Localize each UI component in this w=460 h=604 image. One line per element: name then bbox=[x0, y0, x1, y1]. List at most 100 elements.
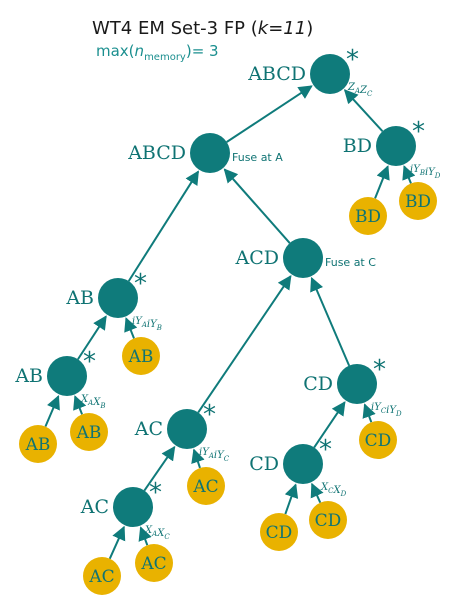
leaf-ab_l1: AB bbox=[122, 337, 160, 375]
leaf-circle bbox=[83, 557, 121, 595]
node-label: CD bbox=[303, 373, 333, 395]
leaf-cd_l2: CD bbox=[260, 513, 298, 551]
star-icon: * bbox=[346, 45, 359, 75]
node-annotation: XCXD bbox=[320, 482, 347, 498]
edge-ac_low-to-ac_top bbox=[143, 445, 176, 492]
node-annotation: iYAiYB bbox=[132, 316, 162, 332]
edge-cd_l1-to-cd_top bbox=[362, 403, 376, 423]
node-ab_low: AB * XAXB bbox=[14, 347, 105, 410]
node-bd: BD * iYBiYD bbox=[343, 117, 441, 180]
edge-ac_l2-to-ac_low bbox=[108, 525, 126, 560]
leaf-circle bbox=[399, 182, 437, 220]
node-annotation: XAXC bbox=[144, 525, 170, 541]
edge-ab_l1-to-ab_top bbox=[124, 317, 138, 339]
leaf-circle bbox=[309, 501, 347, 539]
leaf-circle bbox=[260, 513, 298, 551]
node-circle bbox=[47, 356, 87, 396]
leaf-label: CD bbox=[266, 523, 293, 543]
node-circle bbox=[113, 487, 153, 527]
leaf-ac_l1: AC bbox=[187, 467, 225, 505]
leaf-label: AC bbox=[192, 477, 218, 497]
edge-ac_l3-to-ac_low bbox=[138, 526, 152, 546]
leaf-bd_l1: BD bbox=[349, 197, 387, 235]
node-circle bbox=[98, 278, 138, 318]
leaf-circle bbox=[70, 413, 108, 451]
node-annotation: Fuse at A bbox=[232, 151, 283, 164]
leaf-label: AC bbox=[88, 567, 114, 587]
node-circle bbox=[337, 364, 377, 404]
node-ac_low: AC*XAXC bbox=[80, 478, 171, 541]
edge-cd_l3-to-cd_low bbox=[310, 482, 324, 504]
leaf-ab_l3: AB bbox=[70, 413, 108, 451]
diagram-subtitle: max(nmemory)= 3 bbox=[96, 42, 219, 63]
node-ab_top: AB * iYAiYB bbox=[65, 269, 162, 332]
edges-layer bbox=[44, 85, 416, 560]
star-icon: * bbox=[319, 435, 332, 465]
leaf-circle bbox=[19, 425, 57, 463]
node-circle bbox=[167, 409, 207, 449]
leaf-bd_l2: BD bbox=[399, 182, 437, 220]
node-circle bbox=[376, 126, 416, 166]
node-label: AC bbox=[134, 418, 163, 440]
leaf-ac_l3: AC bbox=[135, 544, 173, 582]
leaf-circle bbox=[349, 197, 387, 235]
edge-acd-to-abcd_fuse bbox=[223, 168, 291, 244]
star-icon: * bbox=[203, 400, 216, 430]
node-label: BD bbox=[343, 135, 372, 157]
leaf-label: BD bbox=[405, 192, 431, 212]
leaf-label: AC bbox=[140, 554, 166, 574]
node-circle bbox=[310, 54, 350, 94]
edge-cd_low-to-cd_top bbox=[313, 401, 346, 448]
edge-bd_l1-to-bd bbox=[374, 165, 390, 199]
node-cd_top: CD * iYCiYD bbox=[303, 355, 402, 418]
diagram-title: WT4 EM Set-3 FP (k=11) bbox=[92, 18, 313, 39]
node-annotation: iYCiYD bbox=[371, 402, 402, 418]
leaf-cd_l1: CD bbox=[359, 421, 397, 459]
star-icon: * bbox=[373, 355, 386, 385]
node-cd_low: CD*XCXD bbox=[249, 435, 346, 498]
node-label: AB bbox=[65, 287, 94, 309]
leaf-label: AB bbox=[25, 435, 51, 455]
leaf-ab_l2: AB bbox=[19, 425, 57, 463]
node-label: ACD bbox=[235, 247, 280, 269]
leaf-circle bbox=[359, 421, 397, 459]
star-icon: * bbox=[83, 347, 96, 377]
edge-ab_l3-to-ab_low bbox=[73, 395, 87, 415]
node-label: ABCD bbox=[247, 63, 306, 85]
node-circle bbox=[283, 238, 323, 278]
leaf-circle bbox=[187, 467, 225, 505]
node-annotation: iYBiYD bbox=[410, 164, 441, 180]
leaf-label: CD bbox=[365, 431, 392, 451]
node-annotation: Fuse at C bbox=[325, 256, 376, 269]
leaf-label: CD bbox=[315, 511, 342, 531]
leaf-circle bbox=[135, 544, 173, 582]
star-icon: * bbox=[412, 117, 425, 147]
star-icon: * bbox=[134, 269, 147, 299]
node-label: ABCD bbox=[127, 142, 186, 164]
node-annotation: XAXB bbox=[80, 394, 105, 410]
edge-ac_l1-to-ac_top bbox=[191, 448, 205, 469]
node-circle bbox=[283, 444, 323, 484]
node-annotation: iYAiYC bbox=[199, 447, 230, 463]
leaf-label: AB bbox=[76, 423, 102, 443]
edge-cd_top-to-acd bbox=[310, 276, 351, 367]
title-prefix: WT4 EM Set-3 FP ( bbox=[92, 18, 258, 39]
node-annotation: ZAZC bbox=[347, 82, 373, 98]
leaf-label: AB bbox=[128, 347, 154, 367]
node-circle bbox=[190, 133, 230, 173]
edge-abcd_fuse-to-root bbox=[226, 85, 313, 143]
node-root: ABCD * ZAZC bbox=[247, 45, 373, 98]
edge-ab_low-to-ab_top bbox=[77, 315, 107, 360]
edge-bd_l2-to-bd bbox=[402, 165, 416, 184]
leaf-label: BD bbox=[355, 207, 381, 227]
edge-ab_top-to-abcd_fuse bbox=[127, 170, 200, 282]
edge-ab_l2-to-ab_low bbox=[44, 394, 60, 427]
leaf-circle bbox=[122, 337, 160, 375]
star-icon: * bbox=[149, 478, 162, 508]
edge-bd-to-root bbox=[343, 89, 384, 132]
edge-cd_l2-to-cd_low bbox=[284, 483, 299, 515]
node-label: AB bbox=[14, 365, 43, 387]
node-abcd_fuse: ABCD Fuse at A bbox=[127, 133, 283, 173]
